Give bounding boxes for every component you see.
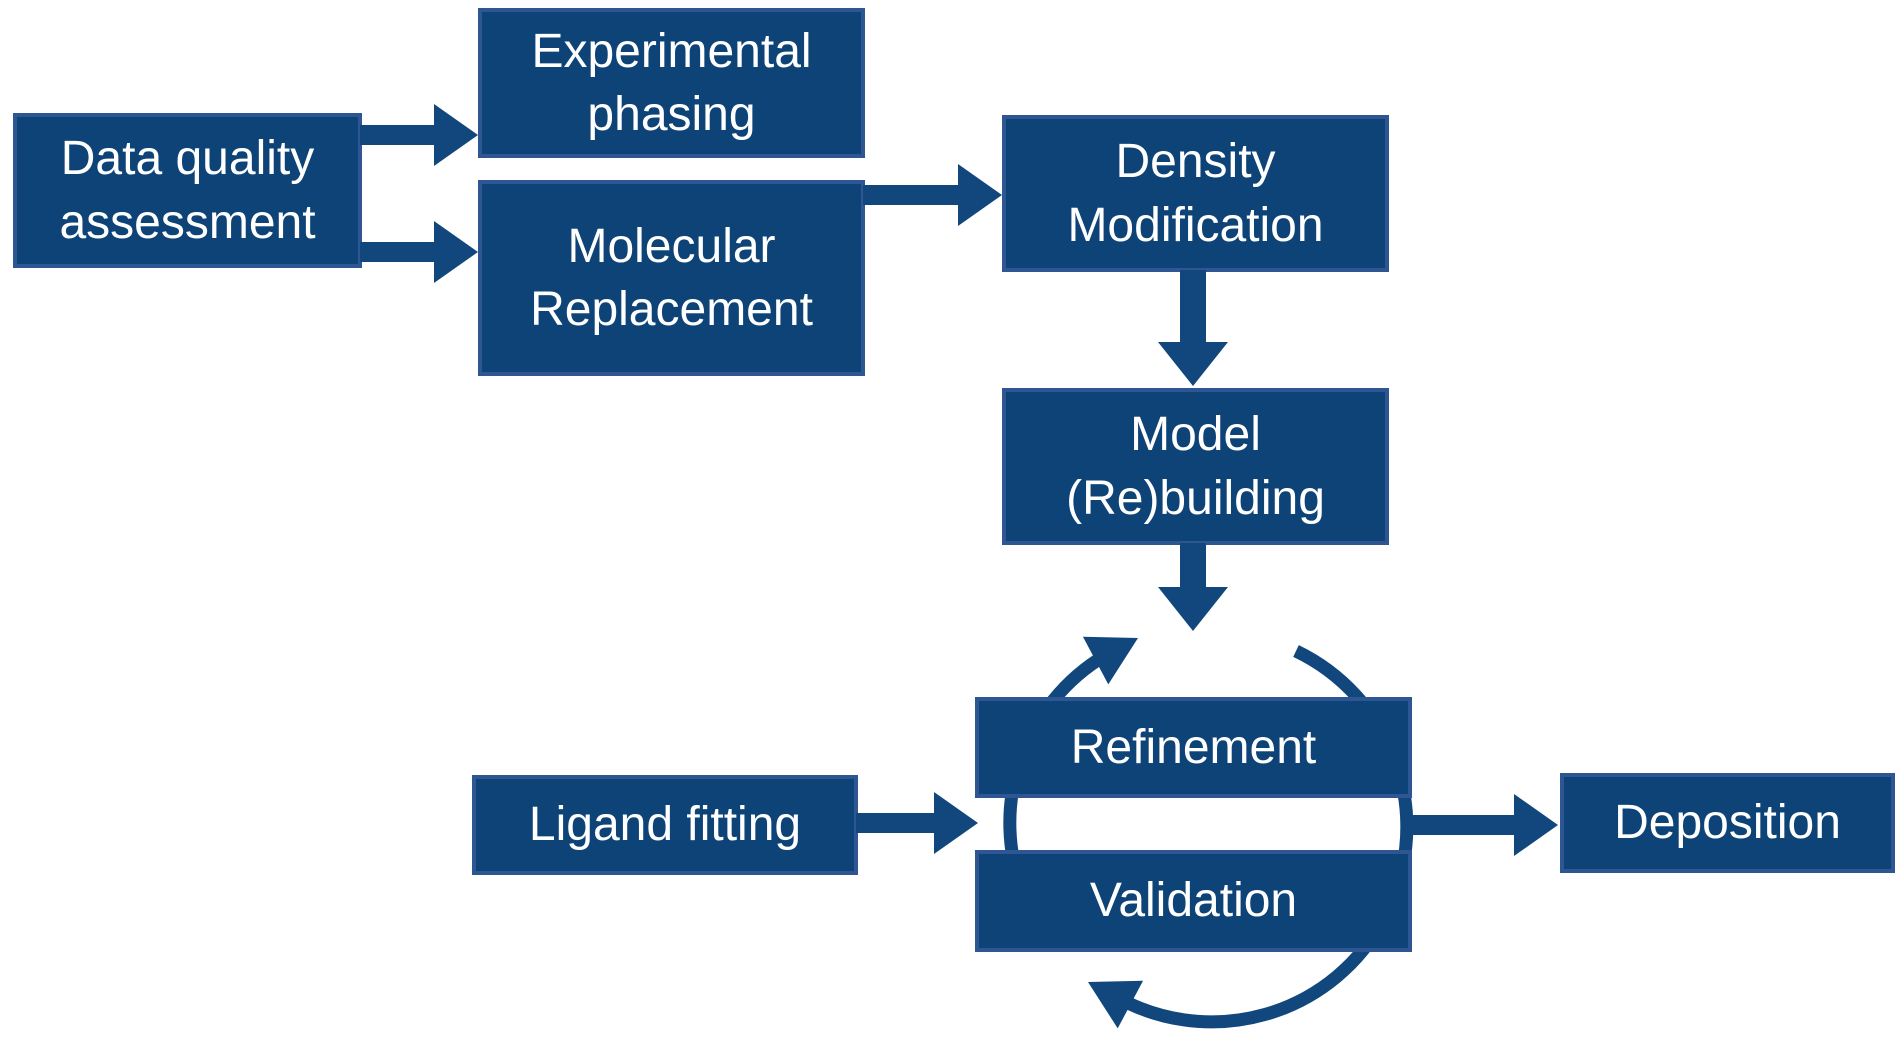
node-molecular-replacement: Molecular Replacement xyxy=(478,180,865,376)
node-model-rebuilding: Model (Re)building xyxy=(1002,388,1389,545)
node-experimental-phasing: Experimental phasing xyxy=(478,8,865,158)
node-refinement: Refinement xyxy=(975,697,1412,798)
node-deposition: Deposition xyxy=(1560,773,1895,873)
cycle-arrowhead-top xyxy=(1082,636,1138,685)
node-validation: Validation xyxy=(975,850,1412,952)
node-data-quality-assessment: Data quality assessment xyxy=(13,113,362,268)
node-ligand-fitting: Ligand fitting xyxy=(472,775,858,875)
node-density-modification: Density Modification xyxy=(1002,115,1389,272)
cycle-arrowhead-bottom xyxy=(1088,980,1144,1029)
